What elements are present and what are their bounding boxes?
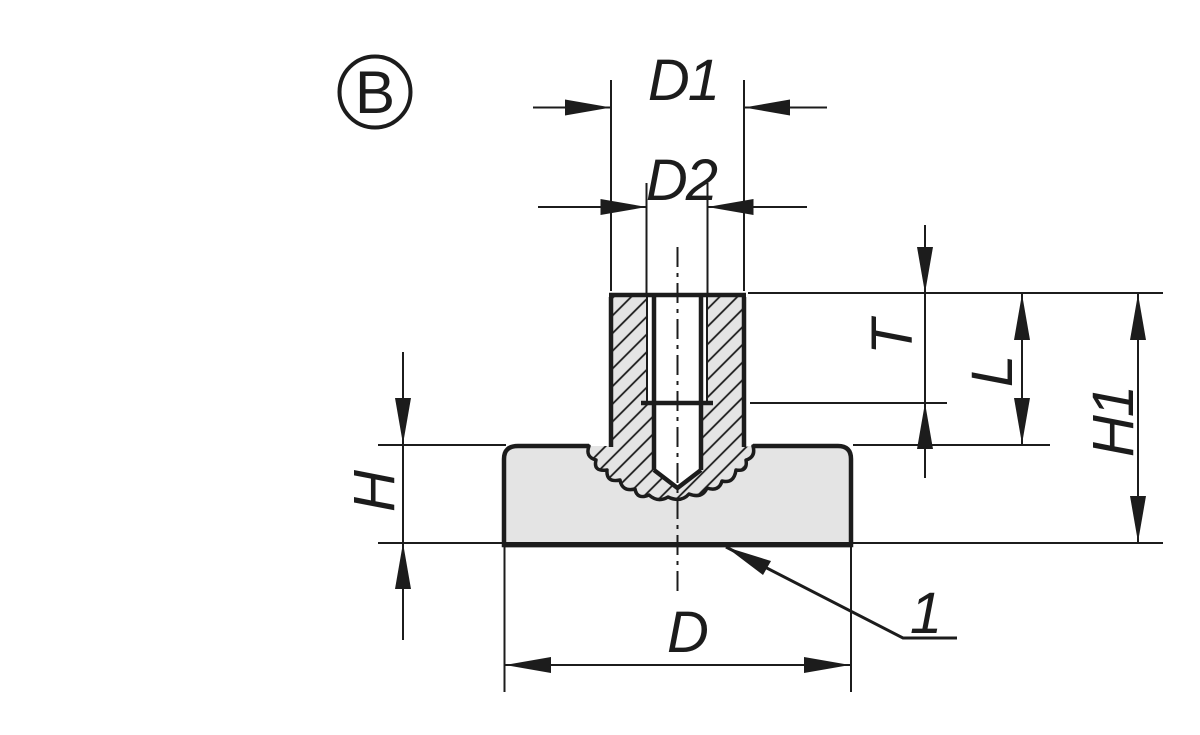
dimension-h1: H1 bbox=[1081, 294, 1146, 542]
callout-1-label: 1 bbox=[910, 581, 940, 646]
dim-label-d: D bbox=[667, 600, 708, 665]
d-arrow-right bbox=[804, 657, 850, 673]
l-arrow-bottom bbox=[1014, 398, 1030, 444]
h1-arrow-bottom bbox=[1130, 496, 1146, 542]
d-extension-lines bbox=[503, 547, 852, 692]
d-arrow-left bbox=[505, 657, 551, 673]
h-arrow-top bbox=[395, 398, 411, 444]
callout-1-arrowhead bbox=[726, 547, 771, 575]
thread-major-lines bbox=[646, 297, 708, 403]
dimension-d1: D1 bbox=[533, 48, 827, 291]
callout-1-leader-line bbox=[725, 545, 957, 640]
break-line bbox=[586, 444, 756, 502]
dim-label-d2: D2 bbox=[646, 148, 718, 213]
dim-label-d1: D1 bbox=[648, 48, 718, 113]
drill-point-cone bbox=[652, 468, 703, 491]
d1-arrow-right bbox=[744, 99, 790, 116]
dimension-h: H bbox=[342, 352, 506, 640]
callout-1: 1 bbox=[725, 545, 957, 646]
thread-bore-white bbox=[647, 297, 707, 403]
dim-label-t: T bbox=[860, 316, 925, 355]
tapped-hole bbox=[641, 297, 713, 491]
drill-bore-lines bbox=[651, 297, 704, 470]
view-label-b: B bbox=[337, 54, 413, 130]
l-arrow-top bbox=[1014, 294, 1030, 340]
hub-side-edges bbox=[608, 297, 747, 447]
d2-arrow-left bbox=[600, 199, 647, 215]
t-arrow-bottom bbox=[917, 403, 933, 449]
dimension-d2: D2 bbox=[538, 148, 807, 293]
view-label-circle bbox=[337, 54, 413, 130]
h-arrow-bottom bbox=[395, 543, 411, 589]
dimension-t: T bbox=[750, 225, 947, 478]
view-label-letter: B bbox=[355, 59, 395, 126]
t-arrow-top bbox=[917, 247, 933, 293]
dimension-l: L bbox=[853, 294, 1050, 446]
dim-label-h: H bbox=[342, 470, 407, 512]
d1-arrow-left bbox=[565, 99, 611, 116]
d2-arrow-right bbox=[707, 199, 754, 215]
d2-extension-lines bbox=[645, 183, 709, 293]
dimension-d: D bbox=[503, 547, 852, 692]
dim-label-l: L bbox=[960, 357, 1025, 387]
d1-extension-lines bbox=[610, 80, 745, 291]
dim-label-h1: H1 bbox=[1081, 387, 1146, 457]
h1-arrow-top bbox=[1130, 294, 1146, 340]
